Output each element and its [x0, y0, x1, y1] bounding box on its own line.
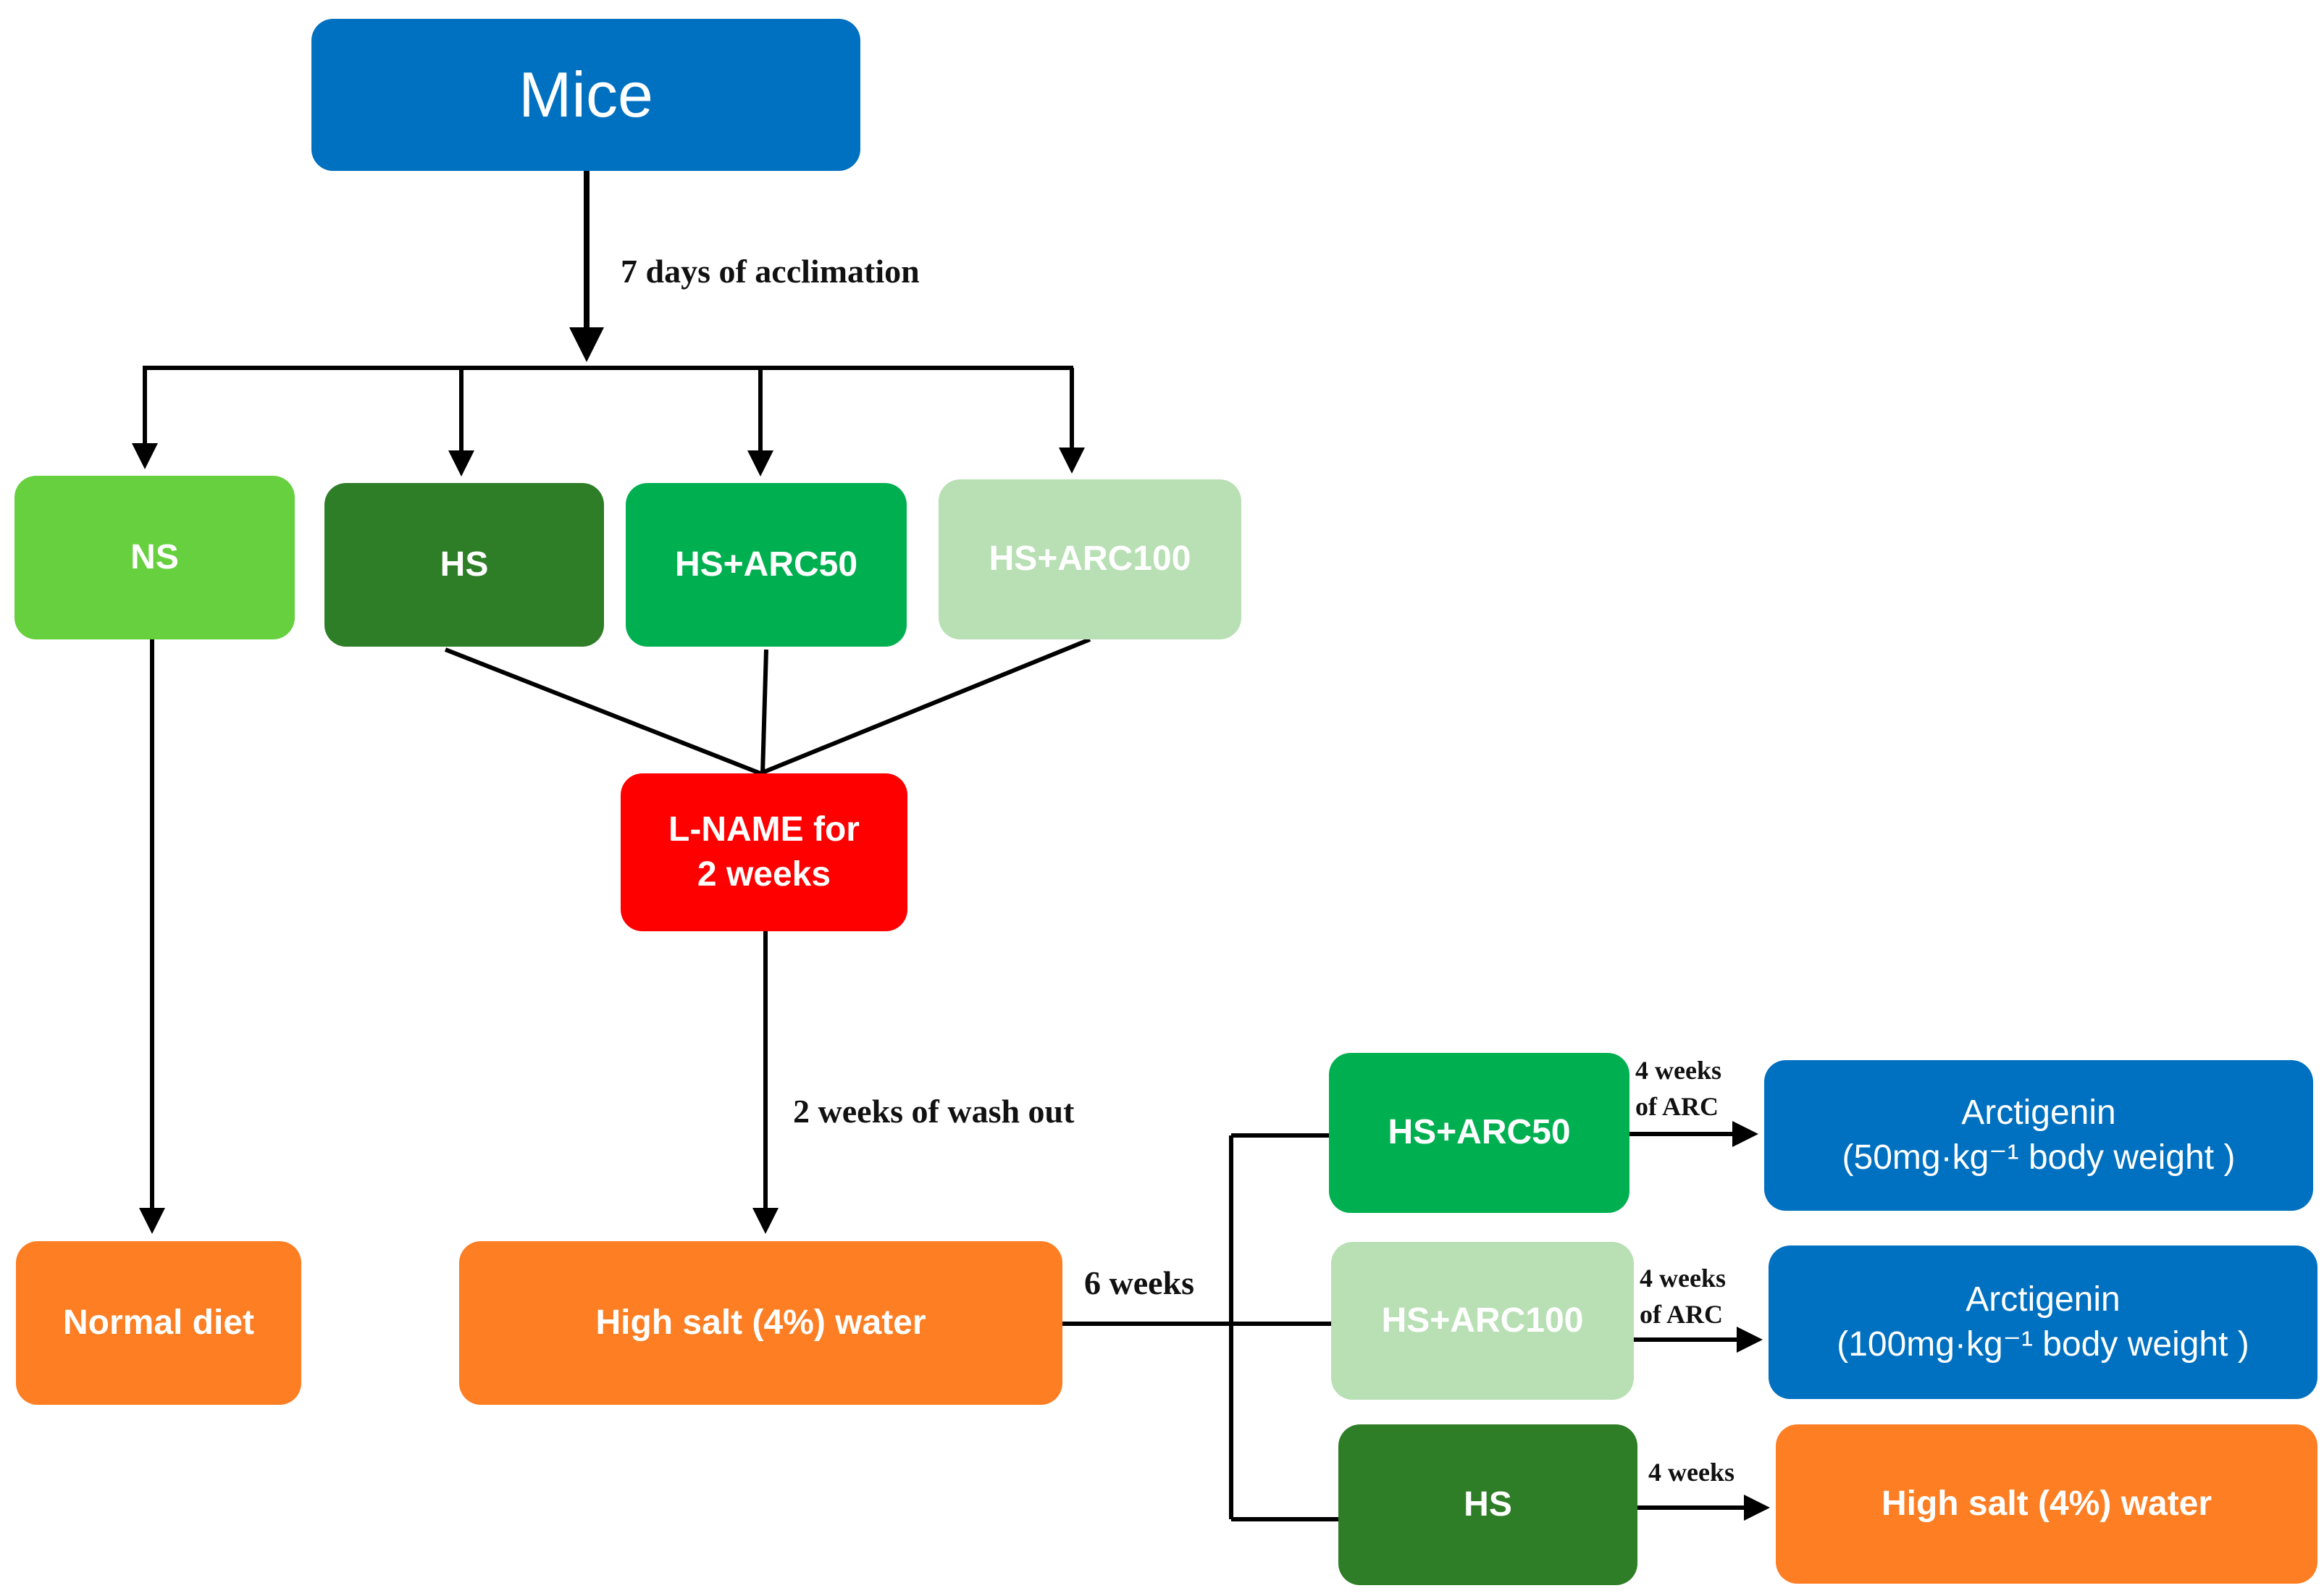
arm-hs-arc100-label: HS+ARC100 — [1381, 1301, 1584, 1340]
line-hs-arc100-to-lname — [759, 637, 1091, 776]
arm-hs-arc50-box: HS+ARC50 — [1329, 1053, 1629, 1213]
arm-hs-arc50-label: HS+ARC50 — [1388, 1113, 1571, 1152]
arctigenin100-box: Arctigenin (100mg·kg⁻¹ body weight ) — [1769, 1246, 2317, 1399]
high-salt-water-box: High salt (4%) water — [459, 1241, 1062, 1405]
arm-hs-box: HS — [1338, 1424, 1637, 1585]
hs-box: HS — [324, 483, 604, 647]
high-salt-water-label: High salt (4%) water — [595, 1303, 926, 1342]
mice-label: Mice — [519, 58, 653, 130]
final-high-salt-water-label: High salt (4%) water — [1881, 1484, 2212, 1523]
hs-arc50-box: HS+ARC50 — [626, 483, 907, 647]
hs-arc50-label: HS+ARC50 — [674, 545, 858, 584]
arc100-duration-line2: of ARC — [1640, 1300, 1723, 1330]
arm-hs-arc100-box: HS+ARC100 — [1331, 1242, 1634, 1400]
lname-box: L-NAME for 2 weeks — [621, 773, 907, 931]
arc50-duration-line2: of ARC — [1635, 1092, 1719, 1122]
six-weeks-label: 6 weeks — [1084, 1264, 1195, 1301]
final-high-salt-water-box: High salt (4%) water — [1776, 1424, 2317, 1584]
hs-label: HS — [440, 545, 489, 584]
hs-arc100-label: HS+ARC100 — [989, 539, 1191, 579]
lname-label-line2: 2 weeks — [697, 855, 831, 894]
hs-arc100-box: HS+ARC100 — [939, 479, 1241, 639]
arctigenin50-label-line1: Arctigenin — [1961, 1093, 2116, 1132]
arm-hs-label: HS — [1464, 1484, 1512, 1524]
arctigenin50-label-line2: (50mg·kg⁻¹ body weight ) — [1842, 1138, 2236, 1177]
ns-label: NS — [130, 537, 179, 576]
lname-label-line1: L-NAME for — [668, 810, 860, 849]
normal-diet-box: Normal diet — [16, 1241, 301, 1405]
arc50-duration-label: 4 weeks of ARC — [1635, 1052, 1721, 1125]
wash-out-label: 2 weeks of wash out — [793, 1093, 1075, 1130]
arc50-duration-line1: 4 weeks — [1635, 1056, 1721, 1085]
arc100-duration-line1: 4 weeks — [1640, 1264, 1726, 1293]
arctigenin50-box: Arctigenin (50mg·kg⁻¹ body weight ) — [1764, 1060, 2313, 1211]
line-hs-arc50-to-lname — [760, 649, 768, 774]
mice-box: Mice — [311, 19, 860, 171]
ns-box: NS — [14, 476, 295, 639]
normal-diet-label: Normal diet — [62, 1303, 255, 1342]
line-hs-to-lname — [444, 647, 762, 776]
acclimation-label: 7 days of acclimation — [621, 253, 920, 290]
arctigenin100-label-line1: Arctigenin — [1966, 1280, 2120, 1319]
arctigenin100-label-line2: (100mg·kg⁻¹ body weight ) — [1837, 1325, 2249, 1364]
arc100-duration-label: 4 weeks of ARC — [1640, 1260, 1726, 1333]
hs-duration-label: 4 weeks — [1648, 1458, 1734, 1487]
